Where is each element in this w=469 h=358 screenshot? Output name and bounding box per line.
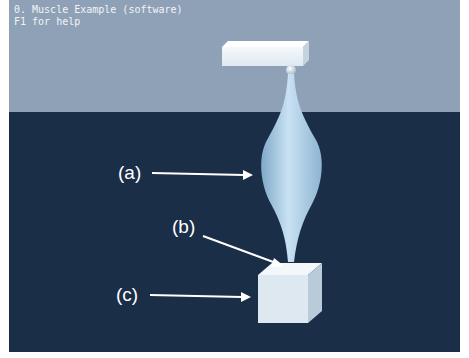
floor	[9, 112, 460, 352]
window-title: 0. Muscle Example (software)	[14, 4, 183, 16]
help-hint: F1 for help	[14, 16, 80, 28]
load-cube	[258, 263, 322, 323]
anchor-bar	[222, 41, 309, 66]
callout-letter: (a)	[118, 162, 141, 184]
callout-letter: (b)	[172, 216, 195, 238]
upper-joint	[286, 65, 296, 75]
leader-arrows	[150, 170, 284, 302]
muscle-belly	[261, 74, 322, 262]
callout-letter: (c)	[116, 284, 138, 306]
sky	[9, 0, 460, 112]
